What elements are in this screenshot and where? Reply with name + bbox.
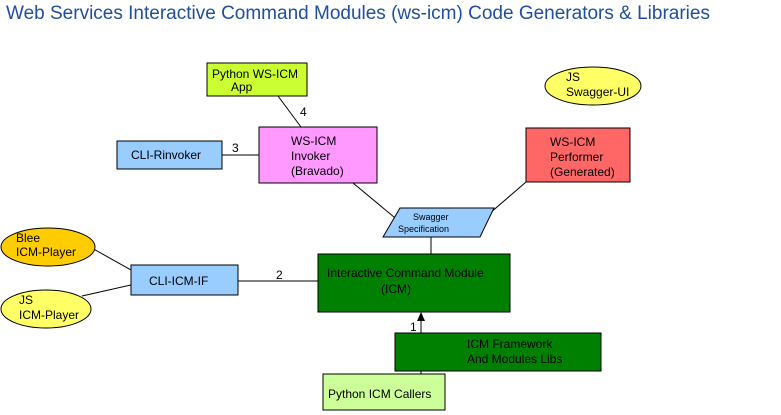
node-js-swagger-ui: JS Swagger-UI xyxy=(544,66,642,106)
svg-text:(ICM): (ICM) xyxy=(381,282,411,296)
node-cli-rinvoker: CLI-Rinvoker xyxy=(116,140,223,170)
svg-text:Invoker: Invoker xyxy=(291,149,330,163)
svg-text:WS-ICM: WS-ICM xyxy=(550,135,595,149)
svg-text:(Bravado): (Bravado) xyxy=(291,164,344,178)
edge-js-clicmif xyxy=(81,284,132,297)
svg-text:ICM Framework: ICM Framework xyxy=(467,337,553,351)
svg-text:CLI-ICM-IF: CLI-ICM-IF xyxy=(149,274,208,288)
svg-text:Performer: Performer xyxy=(550,150,603,164)
edge-label-3: 3 xyxy=(232,141,239,155)
edge-blee-clicmif xyxy=(89,246,132,271)
node-wsicm-performer: WS-ICM Performer (Generated) xyxy=(525,127,631,183)
node-wsicm-invoker: WS-ICM Invoker (Bravado) xyxy=(258,126,378,184)
arrowhead-icon xyxy=(417,312,425,321)
svg-text:Python WS-ICM: Python WS-ICM xyxy=(212,67,298,81)
svg-text:Blee: Blee xyxy=(16,231,40,245)
diagram-title: Web Services Interactive Command Modules… xyxy=(6,3,710,24)
node-icm-framework: ICM Framework And Modules Libs xyxy=(394,332,602,372)
svg-text:Swagger: Swagger xyxy=(413,212,449,222)
svg-text:Interactive Command Module: Interactive Command Module xyxy=(327,266,484,280)
node-python-wsicm-app: Python WS-ICM App xyxy=(206,62,308,97)
node-icm: Interactive Command Module (ICM) xyxy=(317,253,511,313)
node-blee-icm-player: Blee ICM-Player xyxy=(0,227,96,267)
edge-label-2: 2 xyxy=(276,268,283,282)
svg-text:WS-ICM: WS-ICM xyxy=(291,134,336,148)
svg-text:JS: JS xyxy=(566,70,580,84)
svg-text:(Generated): (Generated) xyxy=(550,165,615,179)
node-python-icm-callers: Python ICM Callers xyxy=(322,373,446,411)
edge-label-1: 1 xyxy=(410,320,417,334)
edge-label-4: 4 xyxy=(300,105,307,119)
svg-text:ICM-Player: ICM-Player xyxy=(16,245,76,259)
svg-text:App: App xyxy=(231,80,253,94)
svg-text:CLI-Rinvoker: CLI-Rinvoker xyxy=(131,148,201,162)
edge-invoker-swagger xyxy=(352,182,401,223)
svg-text:Swagger-UI: Swagger-UI xyxy=(566,85,629,99)
node-swagger-spec: Swagger Specification xyxy=(382,207,495,238)
svg-text:Python ICM Callers: Python ICM Callers xyxy=(328,387,431,401)
svg-text:And Modules Libs: And Modules Libs xyxy=(467,352,562,366)
node-js-icm-player: JS ICM-Player xyxy=(0,289,92,329)
svg-text:JS: JS xyxy=(19,293,33,307)
edge-app-invoker xyxy=(277,95,302,128)
svg-text:ICM-Player: ICM-Player xyxy=(19,308,79,322)
svg-text:Specification: Specification xyxy=(398,224,449,234)
node-cli-icm-if: CLI-ICM-IF xyxy=(130,264,239,296)
